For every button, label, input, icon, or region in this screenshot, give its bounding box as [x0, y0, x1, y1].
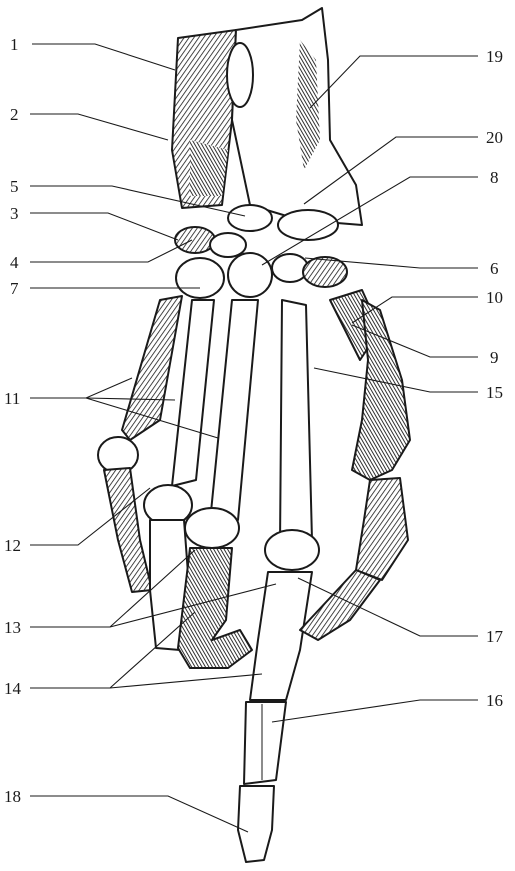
label-7: 7: [10, 279, 19, 298]
leader-line-11a: [30, 378, 132, 398]
thumb-proximal-phalanx: [356, 478, 408, 580]
label-3: 3: [10, 204, 19, 223]
label-12: 12: [4, 536, 21, 555]
label-6: 6: [490, 259, 499, 278]
bone-illustration: [98, 8, 410, 862]
label-5: 5: [10, 177, 19, 196]
label-15: 15: [486, 383, 503, 402]
label-19: 19: [486, 47, 503, 66]
label-8: 8: [490, 168, 499, 187]
carpal-pisiform: [175, 227, 215, 253]
leader-line-19: [310, 56, 478, 108]
leader-line-14b: [110, 674, 262, 688]
leader-line-16: [272, 700, 478, 722]
label-20: 20: [486, 128, 503, 147]
mc3-head: [185, 508, 239, 548]
label-2: 2: [10, 105, 19, 124]
metacarpal-2: [280, 300, 312, 545]
phalanges-finger-3: [178, 548, 252, 668]
leader-line-1: [32, 44, 175, 70]
label-9: 9: [490, 348, 499, 367]
mc5-head: [98, 437, 138, 473]
phalanges-finger-2-proximal: [250, 572, 312, 700]
metacarpal-4: [172, 300, 214, 486]
label-14: 14: [4, 679, 22, 698]
phalanges-finger-2-middle: [244, 702, 286, 784]
carpal-trapezoid: [272, 254, 308, 282]
leader-line-18: [30, 796, 248, 832]
label-16: 16: [486, 691, 503, 710]
phalanges-finger-2-distal: [238, 786, 274, 862]
label-1: 1: [10, 35, 19, 54]
label-11: 11: [4, 389, 20, 408]
thumb-distal-phalanx: [300, 570, 380, 640]
metacarpal-3: [210, 300, 258, 522]
label-17: 17: [486, 627, 504, 646]
leader-line-3: [30, 213, 178, 240]
label-4: 4: [10, 253, 19, 272]
carpal-hamate: [176, 258, 224, 298]
leader-line-4: [30, 240, 192, 262]
label-18: 18: [4, 787, 21, 806]
carpal-triquetrum: [210, 233, 246, 257]
label-13: 13: [4, 618, 21, 637]
mc2-head: [265, 530, 319, 570]
phalanges-finger-5: [104, 468, 152, 592]
label-10: 10: [486, 288, 503, 307]
carpal-capitate: [228, 253, 272, 297]
interosseous-gap: [227, 43, 253, 107]
leader-line-2: [30, 114, 168, 140]
carpal-lunate: [228, 205, 272, 231]
